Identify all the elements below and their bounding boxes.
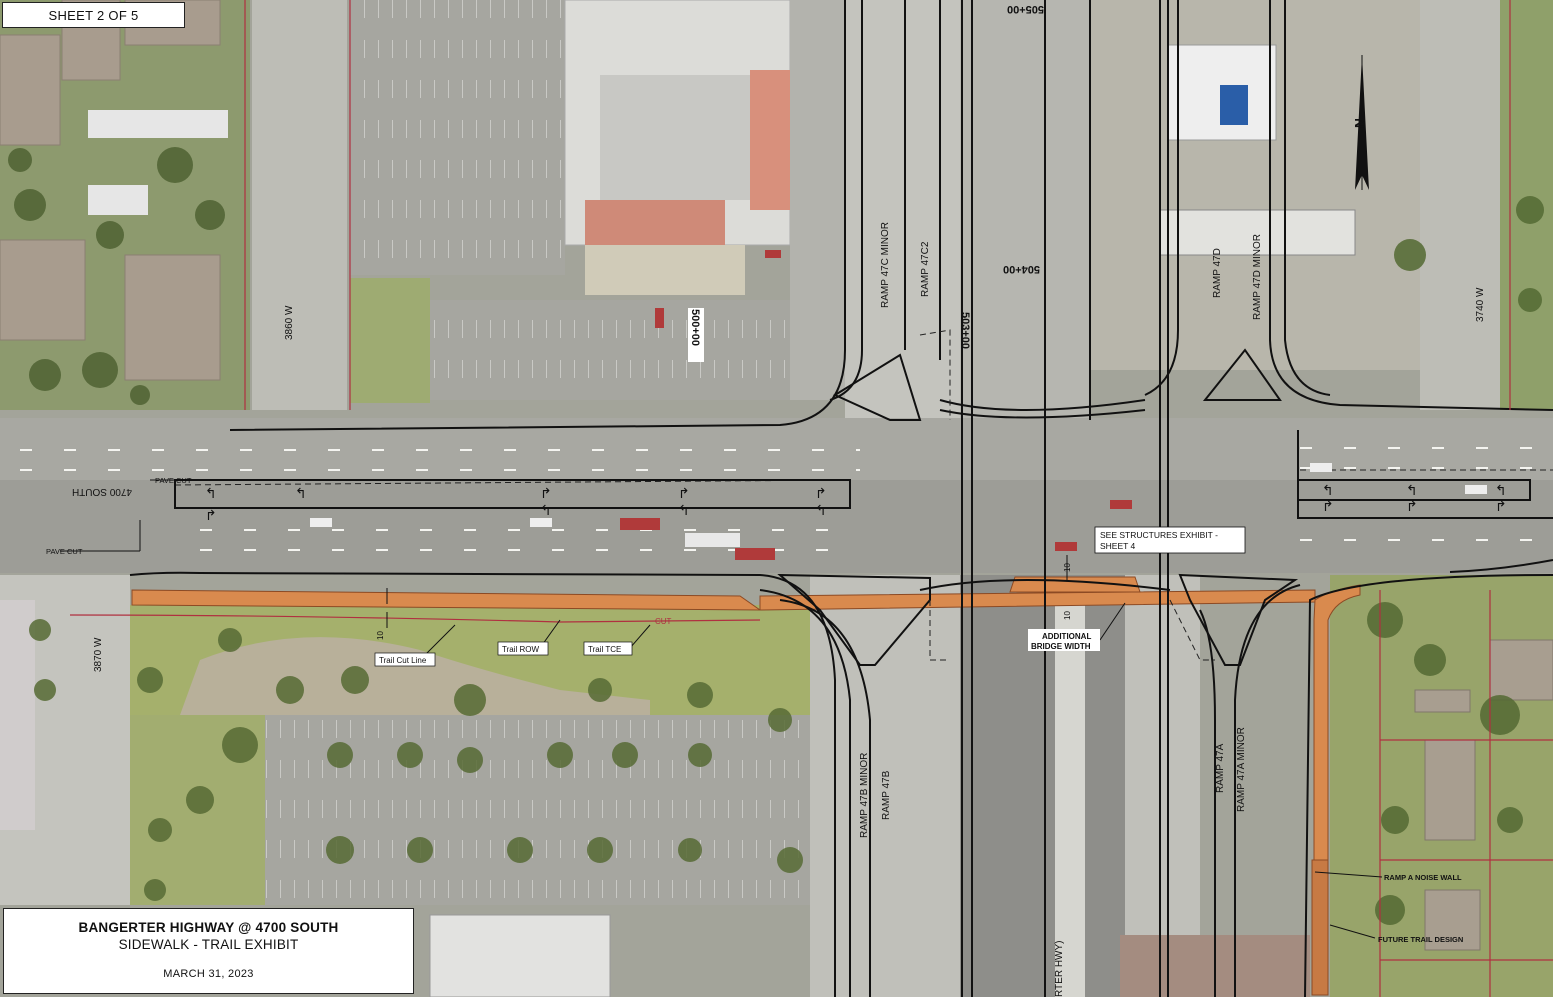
sw-building-2 (429, 914, 611, 997)
label-station-500: 500+00 (689, 309, 701, 346)
label-station-504: 504+00 (1003, 263, 1040, 275)
ramp-lines (129, 0, 1553, 997)
svg-text:↱: ↱ (1495, 499, 1507, 515)
label-trail-tce: Trail TCE (588, 645, 621, 654)
patio (585, 245, 745, 295)
label-trail-row: Trail ROW (502, 645, 539, 654)
commercial-roof-red-2 (585, 200, 725, 245)
label-ramp-47a-minor: RAMP 47A MINOR (1236, 727, 1247, 812)
commercial-roof-red (750, 70, 790, 210)
se-trees (1367, 196, 1544, 925)
svg-text:↰: ↰ (1495, 483, 1507, 499)
svg-text:↱: ↱ (205, 508, 217, 524)
lane-arrows: ↰ ↰ ↱ ↱ ↱ ↱ ↰ ↰ ↰ ↰ ↰ ↰ ↱ ↱ ↱ (205, 483, 1507, 524)
commercial-roof-center (600, 75, 750, 200)
structures-callout-box (1094, 526, 1246, 554)
label-bridge-width: BRIDGE WIDTH (1031, 642, 1091, 651)
nw-parking-lot (350, 0, 565, 275)
label-ramp-47d: RAMP 47D (1212, 248, 1223, 298)
sw-trees (29, 619, 803, 901)
label-ramp-47b-minor: RAMP 47B MINOR (859, 753, 870, 838)
svg-text:↰: ↰ (1406, 483, 1418, 499)
highway-north-mainline (960, 0, 1090, 420)
north-arrow-icon (1355, 55, 1369, 190)
sw-building (0, 600, 35, 830)
svg-text:↰: ↰ (295, 486, 307, 502)
label-3740w: 3740 W (1475, 287, 1486, 322)
svg-text:↱: ↱ (678, 486, 690, 502)
label-station-505: 505+00 (1007, 3, 1044, 15)
label-ramp-47c2: RAMP 47C2 (920, 241, 931, 297)
svg-text:↰: ↰ (815, 503, 827, 519)
trail-row-box (497, 641, 549, 656)
label-cut: CUT (655, 617, 672, 626)
label-4700-south: 4700 SOUTH (72, 486, 132, 497)
svg-text:↰: ↰ (205, 486, 217, 502)
nw-trees (8, 147, 225, 405)
exhibit-title: BANGERTER HIGHWAY @ 4700 SOUTH (78, 920, 339, 935)
label-ramp-47c-minor: RAMP 47C MINOR (880, 222, 891, 308)
commercial-drive (790, 0, 845, 400)
label-ramp-47a: RAMP 47A (1215, 743, 1226, 793)
vehicles (310, 250, 1487, 560)
nw-building-white-2 (88, 185, 148, 215)
ne-logo-sign (1220, 85, 1248, 125)
label-3860w: 3860 W (284, 305, 295, 340)
median-islands (174, 430, 1553, 519)
street-3740w (1420, 0, 1500, 410)
label-station-503: 503+00 (959, 312, 971, 349)
label-pave-cut-1: PAVE CUT (155, 476, 192, 485)
row-lines (69, 0, 1553, 997)
station-500-bg (688, 308, 704, 362)
label-ramp-47d-minor: RAMP 47D MINOR (1252, 234, 1263, 320)
annotation-leaders (60, 479, 1383, 939)
label-noise-wall: RAMP A NOISE WALL (1384, 873, 1462, 882)
trail-overlay (131, 576, 1361, 996)
label-dim-10-b: 10 (1063, 611, 1072, 620)
se-houses (1414, 639, 1553, 951)
sheet-number-box: SHEET 2 OF 5 (2, 2, 185, 28)
svg-text:↰: ↰ (540, 503, 552, 519)
label-trail-cut-line: Trail Cut Line (379, 656, 427, 665)
svg-text:↱: ↱ (1406, 499, 1418, 515)
label-dim-10-c: 10 (1063, 563, 1072, 572)
highway-median (1055, 600, 1085, 997)
svg-text:↰: ↰ (678, 503, 690, 519)
trail-tce-box (583, 641, 633, 656)
nw-lawn (350, 278, 430, 403)
nw-parking-lot-2 (430, 300, 840, 400)
ne-canopy (1159, 209, 1356, 256)
north-arrow-letter: N (1352, 118, 1368, 128)
svg-text:↱: ↱ (1322, 499, 1334, 515)
label-additional: ADDITIONAL (1042, 632, 1091, 641)
svg-text:↰: ↰ (1322, 483, 1334, 499)
label-future-trail: FUTURE TRAIL DESIGN (1378, 935, 1463, 944)
label-bangerter-hwy: RTER HWY) (1054, 941, 1065, 997)
svg-text:↱: ↱ (815, 486, 827, 502)
lane-dashes (20, 447, 1553, 551)
label-ramp-47b: RAMP 47B (881, 770, 892, 820)
exhibit-date: MARCH 31, 2023 (163, 968, 254, 980)
sw-parking-lot (265, 715, 810, 905)
title-block: BANGERTER HIGHWAY @ 4700 SOUTH SIDEWALK … (3, 908, 414, 994)
label-3870w: 3870 W (93, 637, 104, 672)
label-pave-cut-2: PAVE CUT (46, 547, 83, 556)
nw-building-white (88, 110, 228, 138)
additional-width-bg (1028, 629, 1100, 651)
label-dim-10-a: 10 (376, 631, 385, 640)
sheet-number: SHEET 2 OF 5 (48, 7, 139, 23)
trail-cut-line-box (374, 652, 436, 667)
svg-text:↱: ↱ (540, 486, 552, 502)
street-3860w (252, 0, 347, 410)
label-see-structures-sheet: SHEET 4 (1100, 541, 1136, 551)
exhibit-subtitle: SIDEWALK - TRAIL EXHIBIT (118, 937, 299, 952)
label-see-structures: SEE STRUCTURES EXHIBIT - (1100, 530, 1218, 540)
